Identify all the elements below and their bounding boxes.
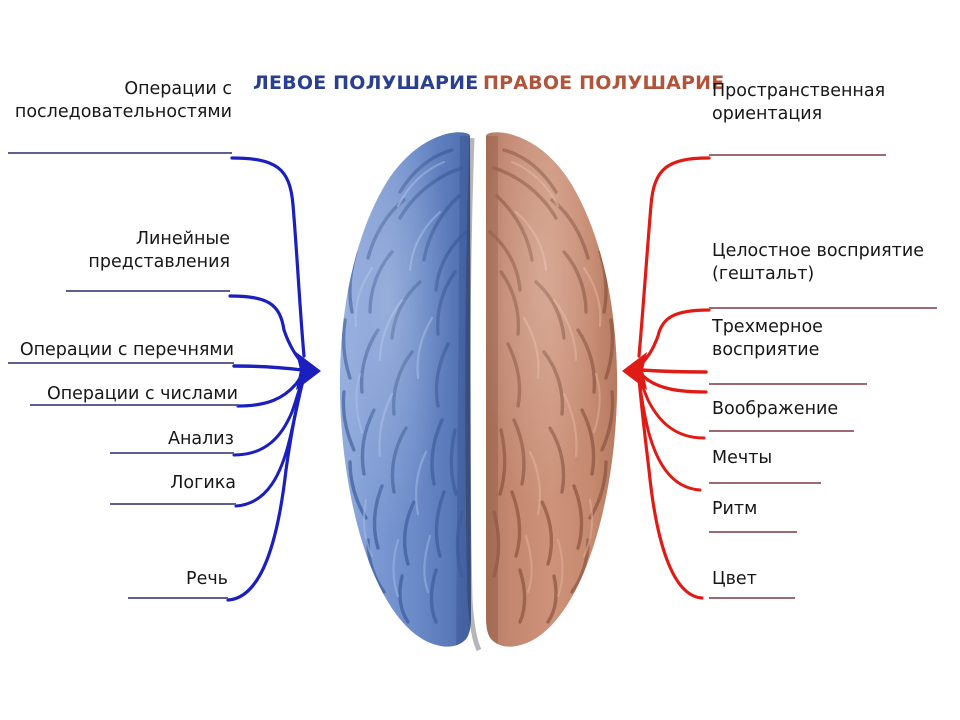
right-hemisphere: [486, 132, 618, 647]
connector-right-1: [637, 156, 711, 358]
right-rule-2: [709, 307, 937, 309]
left-rule-4: [30, 404, 238, 406]
left-arrowhead: [296, 352, 321, 390]
connector-left-1: [230, 156, 306, 358]
connector-right-2: [637, 308, 711, 368]
right-label-4: Воображение: [712, 399, 839, 419]
right-arrowhead: [622, 352, 647, 390]
left-label-7: Речь: [186, 569, 228, 589]
left-label-2: Линейные представления: [88, 229, 230, 273]
left-rule-5: [110, 452, 234, 454]
left-rule-2: [66, 290, 230, 292]
central-fissure: [465, 137, 482, 652]
left-rule-3: [8, 362, 234, 364]
right-rule-6: [709, 531, 797, 533]
right-hemisphere-title: ПРАВОЕ ПОЛУШАРИЕ: [483, 72, 725, 94]
right-label-1: Пространственная ориентация: [712, 81, 886, 125]
right-label-7: Цвет: [712, 569, 757, 589]
left-hemisphere-title: ЛЕВОЕ ПОЛУШАРИЕ: [253, 72, 479, 94]
right-rule-5: [709, 482, 821, 484]
right-rule-3: [709, 383, 867, 385]
connector-left-3: [232, 364, 304, 372]
right-label-3: Трехмерное восприятие: [712, 317, 823, 361]
left-label-1: Операции с последовательностями: [14, 79, 232, 123]
right-label-5: Мечты: [712, 448, 773, 468]
connector-left-7: [226, 376, 306, 602]
left-rule-6: [110, 503, 236, 505]
connector-right-4: [637, 370, 708, 394]
left-label-4: Операции с числами: [46, 384, 238, 404]
right-rule-4: [709, 430, 854, 432]
right-label-2: Целостное восприятие (гештальт): [712, 241, 924, 285]
right-label-6: Ритм: [712, 499, 758, 519]
left-rule-1: [8, 152, 232, 154]
left-rule-7: [128, 597, 228, 599]
connector-right-3: [639, 368, 708, 374]
left-label-6: Логика: [170, 473, 236, 493]
right-rule-1: [709, 154, 886, 156]
connector-right-7: [637, 376, 704, 600]
right-rule-7: [709, 597, 795, 599]
left-label-5: Анализ: [167, 429, 234, 449]
left-label-3: Операции с перечнями: [19, 340, 234, 360]
